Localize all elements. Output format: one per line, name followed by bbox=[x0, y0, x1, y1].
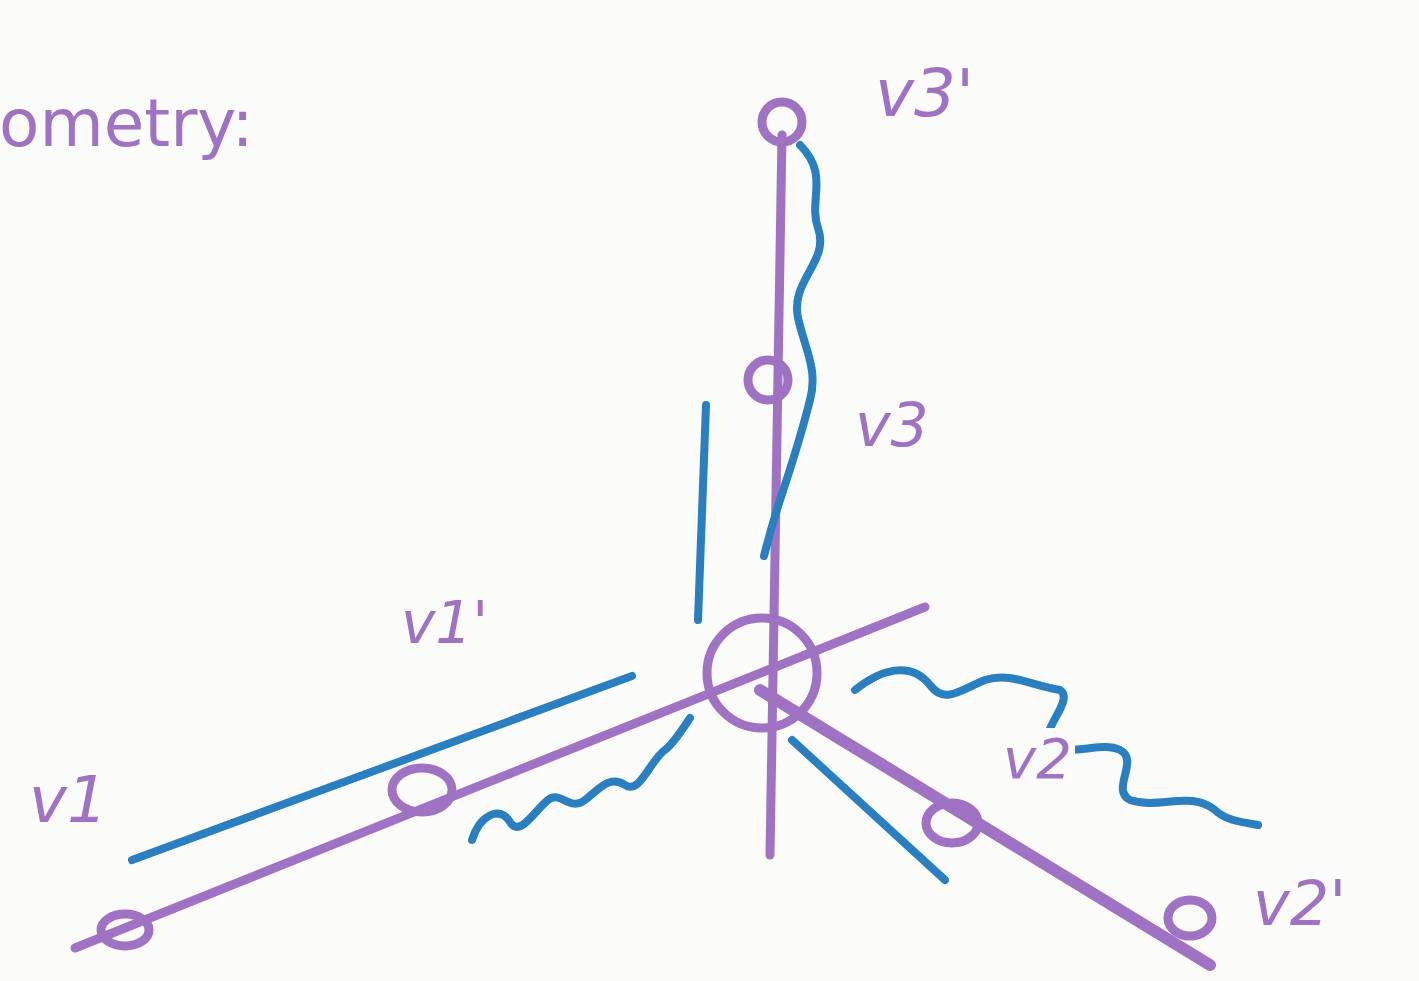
point-circle bbox=[926, 803, 978, 843]
momentum-arrow bbox=[792, 740, 945, 880]
wavy-line bbox=[764, 145, 820, 556]
vector-label: v2' bbox=[1250, 870, 1349, 938]
momentum-arrow bbox=[698, 405, 706, 620]
vector-label: v1' bbox=[398, 592, 491, 656]
heading-text: ometry: bbox=[0, 88, 257, 161]
vector-label: v2 bbox=[1000, 728, 1075, 790]
point-circle bbox=[762, 102, 802, 142]
point-circle bbox=[748, 360, 788, 400]
point-circle bbox=[101, 914, 149, 946]
vector-label: v3' bbox=[872, 58, 977, 131]
vector-label: v1 bbox=[26, 765, 111, 835]
axis-line bbox=[75, 607, 925, 948]
momentum-arrow bbox=[132, 676, 632, 860]
axis-line bbox=[760, 690, 1210, 965]
point-circle bbox=[392, 768, 452, 812]
vector-label: v3 bbox=[852, 392, 932, 458]
point-circle bbox=[1168, 900, 1212, 936]
wavy-line bbox=[472, 718, 690, 840]
vertex-circle bbox=[707, 618, 817, 728]
wavy-line bbox=[855, 670, 1258, 825]
